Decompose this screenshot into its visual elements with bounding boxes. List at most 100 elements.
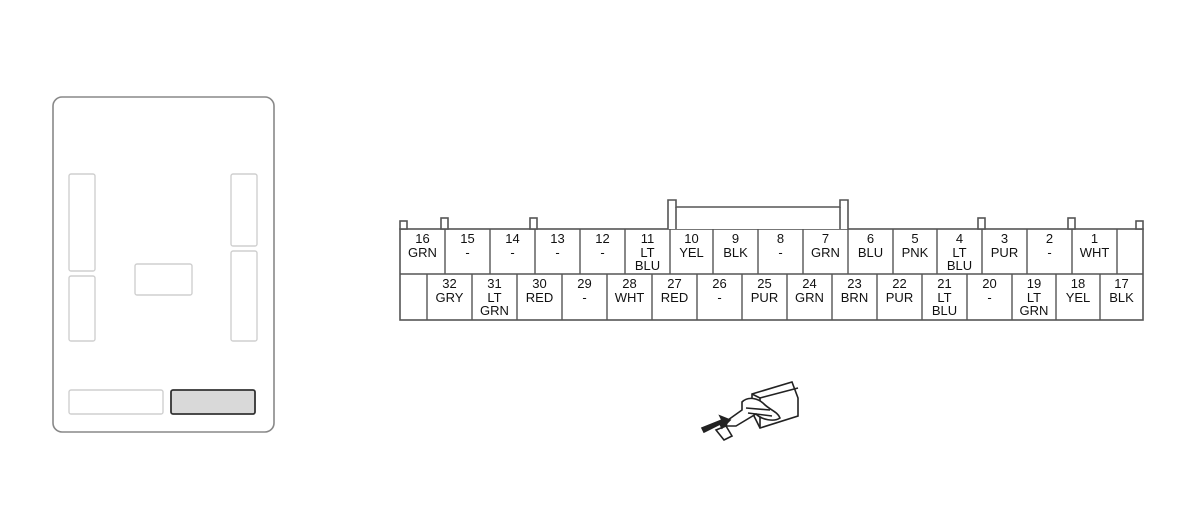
pin-number: 32 bbox=[442, 276, 456, 291]
connector-pin-8: 8- bbox=[777, 231, 784, 260]
locator-slot-left-lower bbox=[68, 275, 96, 342]
connector-pin-14: 14- bbox=[505, 231, 519, 260]
connector-pin-26: 26- bbox=[712, 276, 726, 305]
pin-number: 20 bbox=[982, 276, 996, 291]
pin-wire-color: BLU bbox=[932, 303, 957, 318]
connector-face bbox=[399, 199, 1144, 321]
pin-wire-color: - bbox=[600, 245, 604, 260]
pin-number: 1 bbox=[1091, 231, 1098, 246]
connector-tab bbox=[440, 217, 449, 230]
pin-wire-color: YEL bbox=[679, 245, 704, 260]
locator-slot-bottom-left bbox=[68, 389, 164, 415]
pin-number: 6 bbox=[867, 231, 874, 246]
pin-wire-color: GRY bbox=[436, 290, 464, 305]
pin-wire-color: - bbox=[778, 245, 782, 260]
pin-number: 11 bbox=[641, 231, 655, 246]
pin-wire-color: - bbox=[465, 245, 469, 260]
pin-wire-color: BLK bbox=[723, 245, 748, 260]
connector-pin-12: 12- bbox=[595, 231, 609, 260]
connector-tab bbox=[529, 217, 538, 230]
pin-number: 7 bbox=[822, 231, 829, 246]
pin-wire-color: GRN bbox=[1020, 303, 1049, 318]
pin-number: 9 bbox=[732, 231, 739, 246]
pin-number: 23 bbox=[847, 276, 861, 291]
pin-number: 2 bbox=[1046, 231, 1053, 246]
pin-number: 29 bbox=[577, 276, 591, 291]
pin-wire-color: BLU bbox=[947, 258, 972, 273]
pin-wire-color: LT bbox=[640, 245, 654, 260]
pin-wire-color: LT bbox=[1027, 290, 1041, 305]
pin-number: 19 bbox=[1027, 276, 1041, 291]
connector-tab bbox=[1067, 217, 1076, 230]
pin-wire-color: WHT bbox=[1080, 245, 1110, 260]
pin-wire-color: PUR bbox=[991, 245, 1018, 260]
pin-number: 30 bbox=[532, 276, 546, 291]
pin-wire-color: WHT bbox=[615, 290, 645, 305]
pin-number: 26 bbox=[712, 276, 726, 291]
pin-wire-color: - bbox=[510, 245, 514, 260]
pin-wire-color: - bbox=[555, 245, 559, 260]
pin-number: 25 bbox=[757, 276, 771, 291]
locator-slot-center bbox=[134, 263, 193, 296]
connector-pin-13: 13- bbox=[550, 231, 564, 260]
pin-wire-color: - bbox=[987, 290, 991, 305]
pin-number: 18 bbox=[1071, 276, 1085, 291]
terminal-side-hand-icon bbox=[700, 381, 799, 442]
connector-pin-20: 20- bbox=[982, 276, 996, 305]
pin-wire-color: - bbox=[1047, 245, 1051, 260]
locator-highlighted-connector bbox=[170, 389, 256, 415]
pin-number: 17 bbox=[1114, 276, 1128, 291]
pin-wire-color: BLU bbox=[635, 258, 660, 273]
pin-number: 10 bbox=[684, 231, 698, 246]
pin-number: 31 bbox=[487, 276, 501, 291]
pin-wire-color: PUR bbox=[751, 290, 778, 305]
locator-slot-right-lower bbox=[230, 250, 258, 342]
insertion-arrow bbox=[700, 414, 732, 434]
connector-pin-2: 2- bbox=[1046, 231, 1053, 260]
pin-wire-color: BLK bbox=[1109, 290, 1134, 305]
pin-number: 24 bbox=[802, 276, 816, 291]
pin-number: 4 bbox=[956, 231, 963, 246]
pin-number: 15 bbox=[460, 231, 474, 246]
pin-number: 5 bbox=[911, 231, 918, 246]
connector-tab bbox=[399, 220, 408, 230]
pin-number: 27 bbox=[667, 276, 681, 291]
pin-wire-color: BRN bbox=[841, 290, 868, 305]
pin-wire-color: GRN bbox=[811, 245, 840, 260]
pin-wire-color: LT bbox=[937, 290, 951, 305]
connector-pin-29: 29- bbox=[577, 276, 591, 305]
pin-wire-color: - bbox=[582, 290, 586, 305]
pin-number: 14 bbox=[505, 231, 519, 246]
pin-wire-color: YEL bbox=[1066, 290, 1091, 305]
connector-lock-tab bbox=[667, 199, 849, 229]
pin-number: 3 bbox=[1001, 231, 1008, 246]
pin-wire-color: GRN bbox=[408, 245, 437, 260]
locator-slot-right-upper bbox=[230, 173, 258, 247]
pin-number: 16 bbox=[415, 231, 429, 246]
pin-number: 28 bbox=[622, 276, 636, 291]
pin-wire-color: LT bbox=[952, 245, 966, 260]
connector-tab bbox=[977, 217, 986, 230]
pin-wire-color: GRN bbox=[795, 290, 824, 305]
pin-wire-color: GRN bbox=[480, 303, 509, 318]
